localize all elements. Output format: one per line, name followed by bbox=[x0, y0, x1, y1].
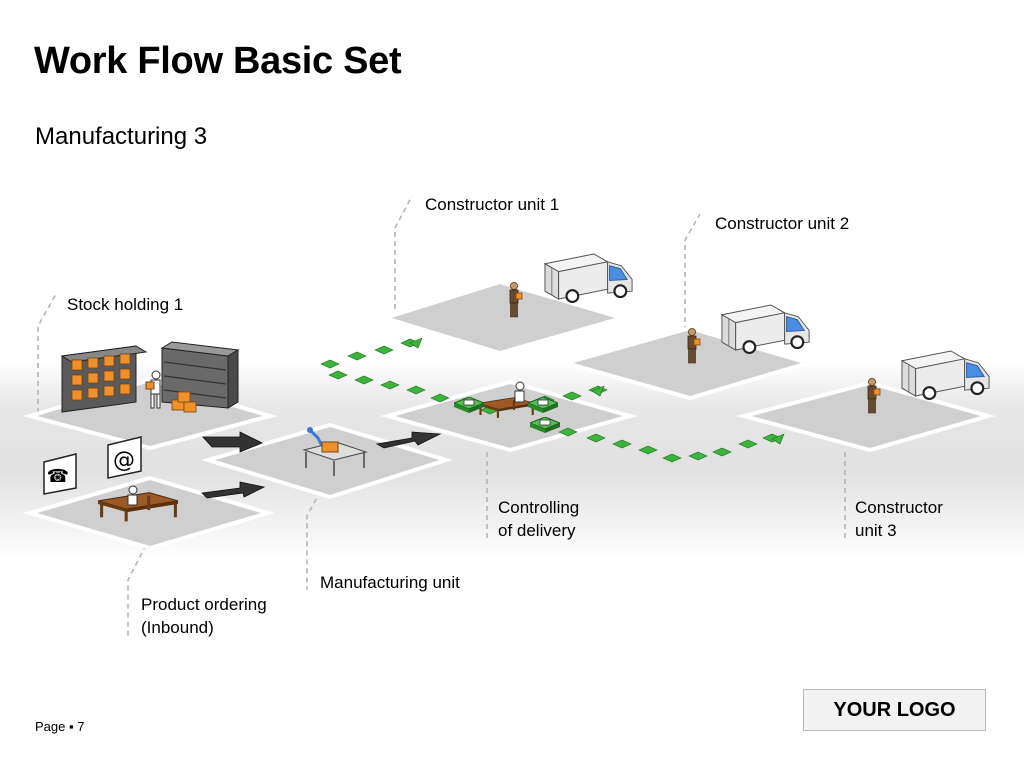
flow-arrow-segment bbox=[380, 380, 400, 390]
leader-constructor-unit-2 bbox=[684, 213, 701, 340]
shelf-box bbox=[71, 359, 83, 371]
flow-arrow-segment bbox=[562, 391, 582, 401]
label-line: (Inbound) bbox=[141, 618, 214, 637]
manufacturing-machine bbox=[302, 427, 368, 476]
shelf-box bbox=[103, 370, 115, 382]
delivery-flow-arrows bbox=[320, 337, 785, 463]
flow-arrow-segment bbox=[328, 370, 348, 380]
label-product-ordering: Product ordering (Inbound) bbox=[141, 593, 267, 639]
label-manufacturing-unit: Manufacturing unit bbox=[320, 573, 460, 592]
shelf-box bbox=[71, 389, 83, 401]
shelf-box bbox=[71, 374, 83, 386]
flow-arrowhead bbox=[771, 433, 785, 445]
process-arrows bbox=[201, 431, 442, 499]
flow-arrow-segment bbox=[406, 385, 426, 395]
flow-arrow-segment bbox=[662, 453, 682, 463]
flow-arrow-segment bbox=[430, 393, 450, 403]
flow-arrow-segment bbox=[374, 345, 394, 355]
flow-arrowhead bbox=[591, 385, 605, 397]
delivery-van-icon bbox=[720, 303, 811, 355]
controlling-worker bbox=[514, 381, 525, 403]
shelf-box bbox=[119, 353, 131, 365]
platform-constructor-3 bbox=[736, 380, 996, 453]
stock-shelves bbox=[60, 341, 240, 413]
label-constructor-unit-1: Constructor unit 1 bbox=[425, 195, 560, 214]
flow-arrow-segment bbox=[738, 439, 758, 449]
flow-arrow-segment bbox=[558, 427, 578, 437]
label-controlling-of-delivery: Controlling of delivery bbox=[498, 496, 579, 542]
shelf-box bbox=[87, 387, 99, 399]
label-line: unit 3 bbox=[855, 521, 897, 540]
email-symbol: @ bbox=[113, 448, 135, 473]
page-title: Work Flow Basic Set bbox=[34, 40, 402, 82]
shelf-box bbox=[103, 355, 115, 367]
label-line: of delivery bbox=[498, 521, 576, 540]
flow-arrow-segment bbox=[688, 451, 708, 461]
shelf-box bbox=[119, 383, 131, 395]
stock-boxes bbox=[171, 391, 197, 413]
leader-product-ordering bbox=[127, 544, 147, 638]
shelf-box bbox=[119, 368, 131, 380]
arrow-ordering-to-manufacturing bbox=[201, 481, 266, 499]
phone-icon: ☎ bbox=[43, 453, 77, 495]
platform-constructor-1 bbox=[378, 279, 630, 356]
flow-arrow-segment bbox=[586, 433, 606, 443]
label-stock-holding-1: Stock holding 1 bbox=[67, 295, 184, 314]
label-line: Controlling bbox=[498, 498, 580, 517]
label-line: Product ordering bbox=[141, 595, 267, 614]
leader-stock-holding-1 bbox=[37, 293, 57, 413]
logo-placeholder: YOUR LOGO bbox=[803, 689, 986, 731]
ordering-worker bbox=[127, 485, 138, 506]
email-icon: @ bbox=[107, 436, 142, 479]
page-number: Page ▪ 7 bbox=[35, 719, 85, 734]
delivery-van-icon bbox=[900, 349, 991, 401]
stock-worker bbox=[145, 370, 161, 409]
shelf-box bbox=[87, 372, 99, 384]
flow-arrow-segment bbox=[320, 359, 340, 369]
flow-arrow-segment bbox=[712, 447, 732, 457]
label-constructor-unit-2: Constructor unit 2 bbox=[715, 214, 850, 233]
svg-text:☎: ☎ bbox=[47, 466, 69, 487]
flow-arrowhead bbox=[409, 337, 423, 349]
page-subtitle: Manufacturing 3 bbox=[35, 123, 208, 150]
delivery-van-icon bbox=[543, 252, 634, 304]
label-line: Constructor bbox=[855, 498, 943, 517]
arrow-stock-to-manufacturing bbox=[202, 431, 263, 453]
leader-constructor-unit-1 bbox=[394, 195, 413, 318]
arrow-manufacturing-to-controlling bbox=[375, 431, 442, 449]
shelf-box bbox=[103, 385, 115, 397]
flow-arrow-segment bbox=[354, 375, 374, 385]
flow-arrow-segment bbox=[347, 351, 367, 361]
flow-arrow-segment bbox=[612, 439, 632, 449]
label-constructor-unit-3: Constructor unit 3 bbox=[855, 496, 943, 542]
flow-arrow-segment bbox=[638, 445, 658, 455]
shelf-box bbox=[87, 357, 99, 369]
